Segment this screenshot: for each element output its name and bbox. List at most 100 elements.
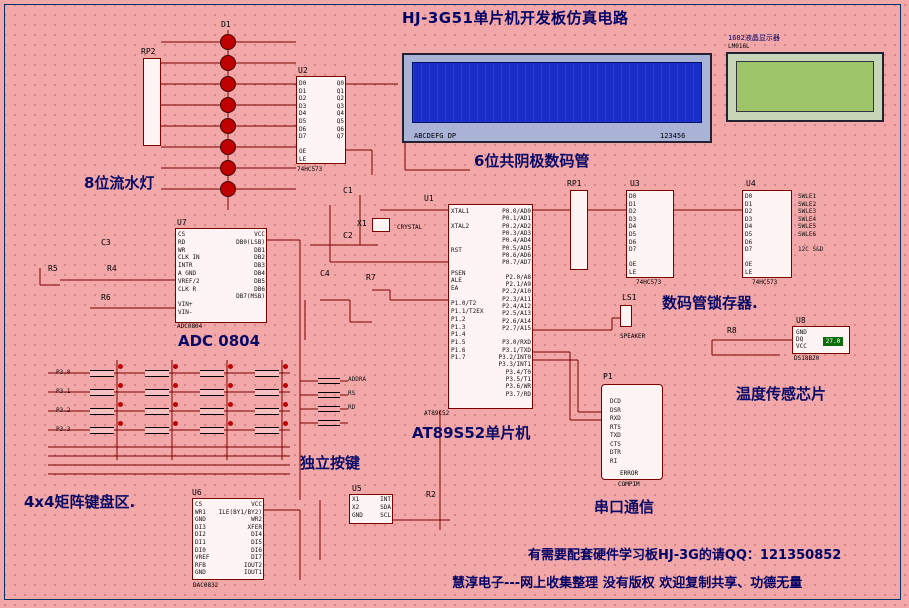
matrix-key[interactable] (200, 370, 224, 377)
c3-ref: C3 (101, 238, 111, 247)
led[interactable] (220, 97, 236, 113)
pin-label: D3 (299, 102, 307, 110)
u2-part: 74HC573 (297, 166, 323, 173)
pin-label: CLK IN (178, 254, 200, 262)
led[interactable] (220, 139, 236, 155)
matrix-key[interactable] (255, 427, 279, 434)
indep-key[interactable] (318, 392, 340, 398)
pin-label: XFER (247, 523, 262, 531)
u5-rtc-chip[interactable] (349, 494, 393, 524)
u1-part: AT89C52 (424, 410, 450, 417)
u7-adc-chip[interactable] (175, 228, 267, 323)
matrix-key[interactable] (145, 427, 169, 434)
matrix-key-node (283, 364, 288, 369)
pin-label: Q7 (336, 133, 344, 141)
u3-latch-chip[interactable] (626, 190, 674, 278)
matrix-key-node (228, 421, 233, 426)
pin-label: D1 (299, 87, 307, 95)
matrix-key-node (228, 402, 233, 407)
u8-ref: U8 (796, 316, 806, 325)
seg-display-panel[interactable] (402, 53, 712, 143)
pin-label: D2 (745, 208, 753, 216)
led[interactable] (220, 181, 236, 197)
pin-label: VIN+ (178, 301, 193, 309)
pin-label: GND (195, 516, 206, 524)
u2-latch-chip[interactable] (296, 76, 346, 164)
pin-label: IOUT2 (243, 561, 262, 569)
u4-latch-chip[interactable] (742, 190, 792, 278)
pin-label: VREF (195, 554, 210, 562)
seg-display-label: 6位共阴极数码管 (474, 152, 590, 170)
pin-label: P0.3/AD3 (502, 229, 531, 237)
pin-label: WR1 (195, 508, 206, 516)
pin-label: P3.3/INT1 (498, 361, 531, 369)
lcd1602-panel[interactable] (726, 52, 884, 122)
pin-label: RD (178, 238, 186, 246)
page-title: HJ-3G51单片机开发板仿真电路 (402, 9, 629, 27)
matrix-key[interactable] (90, 370, 114, 377)
matrix-keys-label: 4x4矩阵键盘区. (24, 493, 136, 511)
matrix-key[interactable] (200, 408, 224, 415)
footer-line-2: 慧淳电子---网上收集整理 没有版权 欢迎复制共享、功德无量 (452, 576, 803, 591)
rp1-resistor-pack[interactable] (570, 190, 588, 270)
pin-label: D6 (745, 238, 753, 246)
matrix-key[interactable] (90, 389, 114, 396)
pin-label: IOUT1 (243, 569, 262, 577)
u3-part: 74HC573 (636, 279, 662, 286)
sheet-border (4, 4, 901, 600)
pin-label: P2.6/A14 (502, 317, 531, 325)
led[interactable] (220, 76, 236, 92)
serial-port-p1[interactable] (601, 384, 663, 480)
matrix-key[interactable] (255, 370, 279, 377)
pin-label: P2.1/A9 (505, 281, 531, 288)
led[interactable] (220, 34, 236, 50)
u6-dac-chip[interactable] (192, 498, 264, 580)
pin-label: SWLE2 (798, 200, 817, 208)
led[interactable] (220, 55, 236, 71)
u1-mcu-chip[interactable] (448, 204, 533, 409)
pin-label: DTR (610, 449, 621, 456)
pin-label: SWLE5 (798, 223, 817, 231)
indep-key[interactable] (318, 378, 340, 384)
matrix-key[interactable] (145, 370, 169, 377)
r5-ref: R5 (48, 264, 58, 273)
pin-label: DB3 (254, 262, 265, 270)
matrix-key-node (118, 402, 123, 407)
matrix-key[interactable] (145, 389, 169, 396)
pin-label: RXD (610, 415, 621, 422)
pin-label: SWLE3 (798, 208, 817, 216)
pin-label: P0.0/AD0 (502, 208, 531, 215)
pin-label: DB1 (254, 246, 265, 254)
pin-label: DB6 (254, 285, 265, 293)
pin-label: RTS (610, 423, 621, 431)
crystal-x1[interactable] (372, 218, 390, 232)
led[interactable] (220, 118, 236, 134)
led[interactable] (220, 160, 236, 176)
matrix-key[interactable] (90, 427, 114, 434)
pin-label: SWLE1 (798, 193, 817, 200)
u8-readout: 27.0 (823, 337, 843, 346)
speaker-ls1[interactable] (620, 305, 632, 327)
pin-label: P0.1/AD1 (502, 215, 531, 223)
pin-label: DB7(MSB) (236, 293, 265, 301)
pin-label: DB4 (254, 270, 265, 277)
pin-label: LE (745, 269, 753, 276)
u2-ref: U2 (298, 66, 308, 75)
matrix-key[interactable] (145, 408, 169, 415)
pin-label: PSEN (451, 269, 466, 277)
u6-part: DAC0832 (193, 582, 219, 589)
indep-key[interactable] (318, 406, 340, 412)
indep-key[interactable] (318, 420, 340, 426)
pin-label: DB0(LSB) (236, 238, 265, 246)
rp2-resistor-pack[interactable] (143, 58, 161, 146)
matrix-key[interactable] (200, 389, 224, 396)
matrix-key[interactable] (200, 427, 224, 434)
pin-label: D6 (299, 125, 307, 133)
u8-ds18b20-chip[interactable]: 27.0 (792, 326, 850, 354)
matrix-key[interactable] (255, 389, 279, 396)
matrix-key[interactable] (90, 408, 114, 415)
matrix-key[interactable] (255, 408, 279, 415)
pin-label: VREF/2 (178, 277, 200, 285)
pin-label: SCL (380, 512, 391, 519)
